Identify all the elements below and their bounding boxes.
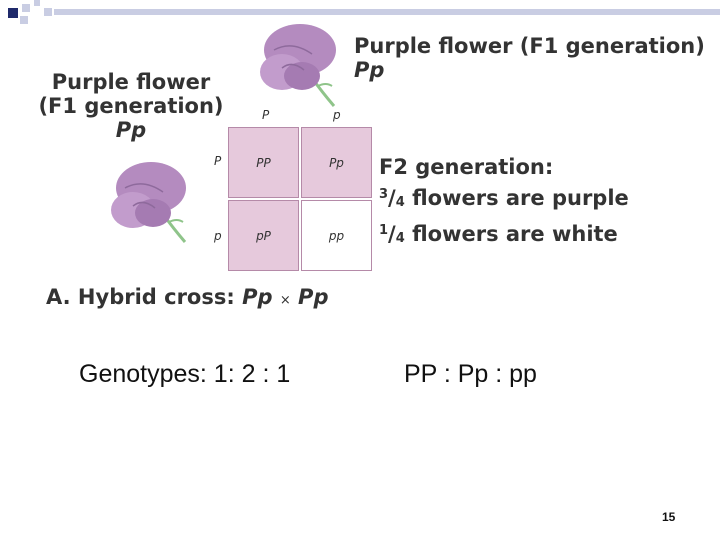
purple-flower-icon xyxy=(111,162,187,243)
top-parent-title: Purple flower (F1 generation) xyxy=(354,34,705,58)
left-parent-label: Purple flower (F1 generation) Pp xyxy=(38,70,224,142)
f2-white-text: flowers are white xyxy=(412,222,618,246)
f2-purple-denominator: 4 xyxy=(395,195,405,210)
punnett-cell-pp-recessive: pp xyxy=(301,200,372,271)
f2-results: F2 generation: 3/4 flowers are purple 1/… xyxy=(379,153,629,253)
f2-white-numerator: 1 xyxy=(379,223,389,238)
top-parent-label: Purple flower (F1 generation) Pp xyxy=(354,34,705,82)
left-parent-generation: (F1 generation) xyxy=(38,94,224,118)
f2-purple-numerator: 3 xyxy=(379,187,389,202)
f2-white-line: 1/4 flowers are white xyxy=(379,222,618,246)
left-parent-title: Purple flower xyxy=(51,70,211,94)
row-allele-1: P xyxy=(214,154,222,168)
punnett-cell-pp-dominant: PP xyxy=(228,127,299,198)
caption-prefix: A. Hybrid cross: xyxy=(46,285,243,309)
f2-purple-text: flowers are purple xyxy=(412,186,629,210)
slide-corner-decoration xyxy=(8,0,720,24)
punnett-square: PP Pp pP pp xyxy=(228,127,374,273)
column-allele-1: P xyxy=(262,108,270,122)
f2-title: F2 generation: xyxy=(379,155,554,179)
slide-number: 15 xyxy=(662,510,676,524)
punnett-cell-pp-hetero-1: Pp xyxy=(301,127,372,198)
genotype-ratio-values: PP : Pp : pp xyxy=(404,360,537,388)
row-allele-2: p xyxy=(214,229,222,243)
figure-caption: A. Hybrid cross: Pp × Pp xyxy=(46,285,328,313)
column-allele-2: p xyxy=(333,108,341,122)
top-parent-genotype: Pp xyxy=(354,58,385,82)
punnett-cell-pp-hetero-2: pP xyxy=(228,200,299,271)
cross-symbol: × xyxy=(279,293,291,308)
left-parent-genotype: Pp xyxy=(115,118,147,142)
f2-purple-line: 3/4 flowers are purple xyxy=(379,186,629,210)
purple-flower-icon xyxy=(260,24,336,107)
f2-white-denominator: 4 xyxy=(395,231,405,246)
genotype-ratio-label: Genotypes: 1: 2 : 1 xyxy=(79,360,291,388)
caption-right-genotype: Pp xyxy=(298,285,329,309)
caption-left-genotype: Pp xyxy=(242,285,273,309)
